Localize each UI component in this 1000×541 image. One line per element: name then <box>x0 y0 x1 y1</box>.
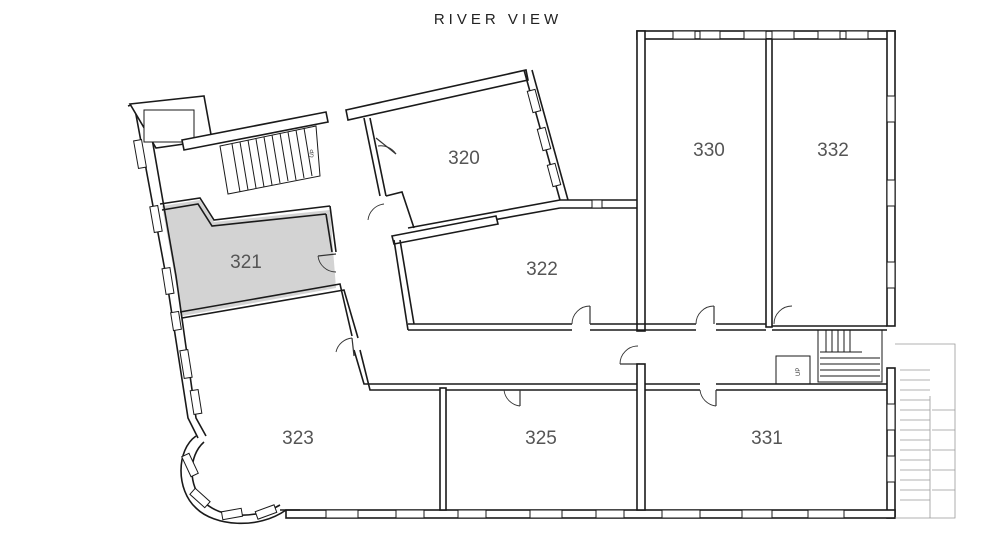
room-321-walls <box>159 197 359 339</box>
stair-right: UP <box>641 305 887 407</box>
room-321-fill[interactable] <box>162 200 336 316</box>
stair-up-label-right: UP <box>796 368 802 376</box>
river-view-title: RIVER VIEW <box>434 11 562 28</box>
windows-top-right <box>672 30 869 40</box>
room-322-walls <box>391 199 766 331</box>
windows-bottom <box>325 509 845 519</box>
wall-330-332 <box>765 38 773 328</box>
exterior-ramp <box>895 343 956 519</box>
windows-right-wall <box>886 95 896 483</box>
corridor-walls <box>335 337 641 391</box>
wall-330-west <box>636 30 646 332</box>
wall-bottom <box>285 509 896 519</box>
room-label-325[interactable]: 325 <box>525 428 557 449</box>
wall-right-lower <box>886 367 896 519</box>
room-label-330[interactable]: 330 <box>693 140 725 161</box>
walls-325-331 <box>439 363 646 511</box>
room-320-walls <box>345 69 569 237</box>
corridor-door-330 <box>619 345 640 365</box>
stair-up-label-left: UP <box>309 149 316 158</box>
room-label-322[interactable]: 322 <box>526 259 558 280</box>
wall-right <box>886 30 896 327</box>
stair-top-left: UP <box>128 95 329 195</box>
room-label-323[interactable]: 323 <box>282 428 314 449</box>
room-label-321[interactable]: 321 <box>230 252 262 273</box>
windows-west <box>133 138 203 416</box>
bay-windows <box>181 452 278 521</box>
room-label-332[interactable]: 332 <box>817 140 849 161</box>
room-label-331[interactable]: 331 <box>751 428 783 449</box>
room-label-320[interactable]: 320 <box>448 148 480 169</box>
